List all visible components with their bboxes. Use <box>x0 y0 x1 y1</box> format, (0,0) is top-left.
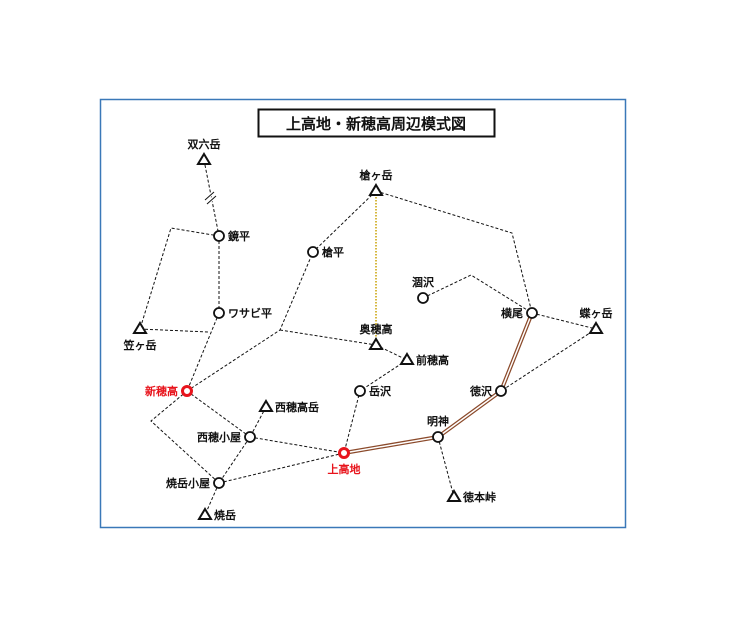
hut-circle-icon <box>244 431 256 443</box>
place-label: 笠ヶ岳 <box>123 338 157 352</box>
trail-line <box>279 329 377 346</box>
peak-triangle-icon <box>446 489 462 502</box>
place-label: 明神 <box>427 414 449 428</box>
peak-triangle-icon <box>588 321 604 334</box>
break-mark-icon <box>204 191 215 201</box>
place-tokugo: 徳本峠 <box>446 489 496 504</box>
map-title: 上高地・新穂高周辺模式図 <box>286 115 466 133</box>
trail-line <box>203 159 220 237</box>
peak-triangle-icon <box>368 183 384 196</box>
place-label: 双六岳 <box>188 137 221 151</box>
place-myojin: 明神 <box>427 414 449 443</box>
hut-circle-icon <box>526 307 538 319</box>
place-karasawa: 涸沢 <box>412 275 435 304</box>
hut-circle-icon <box>417 292 429 304</box>
place-shinhotaka: 新穂高 <box>145 384 193 398</box>
place-label: 岳沢 <box>369 384 392 398</box>
place-nishihotakoya: 西穂小屋 <box>197 430 256 444</box>
place-yaridaira: 槍平 <box>307 245 344 259</box>
peak-triangle-icon <box>399 352 415 365</box>
place-yakedake: 焼岳 <box>197 507 236 522</box>
place-label: 徳沢 <box>469 384 493 398</box>
place-label: 槍ヶ岳 <box>359 168 393 182</box>
hut-circle-icon <box>495 385 507 397</box>
place-chogatake: 蝶ヶ岳 <box>580 306 613 334</box>
place-label: 西穂小屋 <box>197 430 241 444</box>
place-label: 焼岳 <box>214 508 236 522</box>
place-dakesawa: 岳沢 <box>354 384 392 398</box>
place-yakedakekoya: 焼岳小屋 <box>166 476 225 490</box>
peak-triangle-icon <box>258 399 274 412</box>
peak-triangle-icon <box>196 152 212 165</box>
place-yarigatake: 槍ヶ岳 <box>359 168 393 196</box>
place-sugoroku: 双六岳 <box>188 137 221 165</box>
hut-circle-icon <box>307 246 319 258</box>
place-okuhotaka: 奥穂高 <box>359 322 393 350</box>
peak-triangle-icon <box>132 321 148 334</box>
hut-circle-icon <box>432 431 444 443</box>
place-label: 前穂高 <box>416 353 449 367</box>
hut-circle-icon <box>213 477 225 489</box>
place-kamikochi: 上高地 <box>328 447 361 476</box>
place-label: 奥穂高 <box>359 322 393 336</box>
trail-line <box>186 190 377 392</box>
trail-line <box>375 190 533 314</box>
trail-line <box>422 274 533 314</box>
place-label: ワサビ平 <box>228 306 272 320</box>
place-label: 西穂高岳 <box>275 400 319 414</box>
title-box <box>257 108 496 138</box>
trail-line <box>186 312 220 392</box>
place-nishihotakadake: 西穂高岳 <box>258 399 319 414</box>
place-kagamidaira: 鏡平 <box>213 229 250 243</box>
trail-line <box>249 436 345 454</box>
place-label: 蝶ヶ岳 <box>580 306 613 320</box>
place-tokusawa: 徳沢 <box>469 384 507 398</box>
trail-line <box>186 390 251 438</box>
place-yokoo: 横尾 <box>501 306 538 320</box>
place-label: 焼岳小屋 <box>166 476 210 490</box>
main-route-inner <box>343 312 533 454</box>
hut-circle-icon <box>354 385 366 397</box>
place-maehotaka: 前穂高 <box>399 352 449 367</box>
trail-line <box>218 452 345 484</box>
place-label: 槍平 <box>321 245 344 259</box>
hut-circle-icon <box>213 230 225 242</box>
map-frame <box>99 98 627 529</box>
base-circle-icon <box>338 447 350 459</box>
peak-triangle-icon <box>368 337 384 350</box>
break-mark-icon <box>206 195 217 205</box>
base-circle-icon <box>181 385 193 397</box>
place-label: 鏡平 <box>228 229 250 243</box>
place-label: 横尾 <box>501 306 523 320</box>
hut-circle-icon <box>213 307 225 319</box>
trail-line <box>204 406 267 516</box>
place-wasabidaira: ワサビ平 <box>213 306 272 320</box>
trail-line <box>150 390 220 484</box>
place-kasagatake: 笠ヶ岳 <box>123 321 157 352</box>
trail-line <box>437 436 455 498</box>
peak-triangle-icon <box>197 507 213 520</box>
trail-lines <box>139 159 598 516</box>
place-label: 新穂高 <box>145 384 178 398</box>
trail-line <box>139 328 209 333</box>
trail-line <box>139 227 220 330</box>
trail-line <box>343 344 409 454</box>
place-label: 涸沢 <box>412 275 435 289</box>
place-label: 上高地 <box>328 462 361 476</box>
place-label: 徳本峠 <box>462 490 496 504</box>
